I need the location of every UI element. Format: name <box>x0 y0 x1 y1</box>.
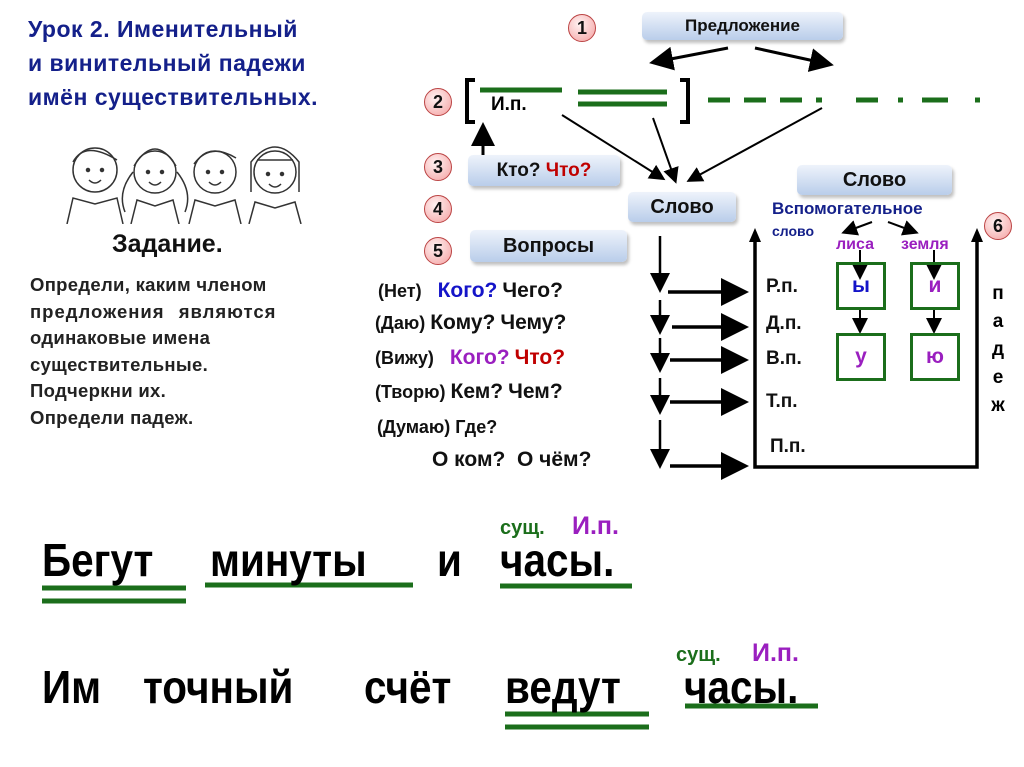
case-label: Д.п. <box>766 313 802 334</box>
task-line: существительные. <box>30 353 209 375</box>
question: Что? <box>514 346 566 369</box>
step-number-5: 5 <box>424 237 452 265</box>
case-label: В.п. <box>766 348 802 369</box>
sentence-word: часы. <box>684 661 799 713</box>
word-box: Слово <box>628 192 736 222</box>
vertical-word-padezh: п а д е ж <box>990 280 1006 420</box>
letter: е <box>992 367 1004 388</box>
case-label: П.п. <box>770 436 806 457</box>
letter: д <box>991 339 1005 360</box>
questions-box: Вопросы <box>470 230 627 262</box>
question-row: (Думаю) Где? <box>377 417 497 438</box>
task-line: предложения являются <box>30 300 277 322</box>
ending-box: и <box>910 262 960 310</box>
question: Чем? <box>508 380 563 403</box>
question: Кого? <box>437 279 498 302</box>
aux-word: (Думаю) <box>377 417 451 437</box>
part-of-speech-label: сущ. <box>500 517 545 539</box>
title-line: и винительный падежи <box>28 50 306 76</box>
question: Кому? <box>430 311 496 334</box>
example-word-2: земля <box>901 236 949 253</box>
task-line: Определи падеж. <box>30 406 194 428</box>
ending-box: ю <box>910 333 960 381</box>
aux-word: (Творю) <box>375 382 446 402</box>
auxiliary-word-label: Вспомогательное <box>772 199 923 218</box>
task-text: Определи, каким членом предложения являю… <box>30 272 276 431</box>
task-line: Подчеркни их. <box>30 380 167 401</box>
question: Кого? <box>449 346 510 369</box>
letter: ж <box>991 395 1005 416</box>
question-row: (Творю) Кем? Чем? <box>375 380 563 404</box>
task-line: одинаковые имена <box>30 327 211 348</box>
aux-word: (Даю) <box>375 313 426 333</box>
step-number-4: 4 <box>424 195 452 223</box>
question-box: Кто? Что? <box>468 155 620 186</box>
question-row: (Нет) Кого? Чего? <box>378 279 563 303</box>
sentence-word: и <box>437 534 462 586</box>
children-illustration <box>66 146 302 224</box>
sentence-word: Им <box>42 661 102 713</box>
title-line: имён существительных. <box>28 84 319 110</box>
case-label: Т.п. <box>766 391 798 412</box>
sentence-word: счёт <box>364 661 452 713</box>
question: О чём? <box>517 448 592 471</box>
sentence-word: ведут <box>505 661 621 713</box>
title-line: Урок 2. Именительный <box>28 16 298 42</box>
auxiliary-word-label-2: слово <box>772 223 815 239</box>
question-row: (Даю) Кому? Чему? <box>375 311 566 335</box>
task-line: Определи, каким членом <box>30 274 267 295</box>
ending-box: у <box>836 333 886 381</box>
step-number-3: 3 <box>424 153 452 181</box>
question-what: Что? <box>545 159 592 181</box>
step-number-1: 1 <box>568 14 596 42</box>
sentence-word: точный <box>143 661 294 713</box>
question: Где? <box>455 417 498 437</box>
question: Чему? <box>500 311 567 334</box>
letter: а <box>992 311 1004 332</box>
case-annotation: И.п. <box>572 512 619 540</box>
aux-word: (Вижу) <box>375 348 434 368</box>
question: Чего? <box>502 279 563 302</box>
word-box-right: Слово <box>797 165 952 195</box>
step-number-6: 6 <box>984 212 1012 240</box>
example-word-1: лиса <box>836 236 874 253</box>
part-of-speech-label: сущ. <box>676 644 721 666</box>
question-row: О ком? О чём? <box>432 448 591 472</box>
aux-word: (Нет) <box>378 281 422 301</box>
sentence-word: Бегут <box>42 534 154 586</box>
question-who: Кто? <box>496 159 541 181</box>
question: Кем? <box>450 380 504 403</box>
step-number-2: 2 <box>424 88 452 116</box>
question-row: (Вижу) Кого? Что? <box>375 346 565 370</box>
sentence-box: Предложение <box>642 12 843 40</box>
sentence-word: часы. <box>500 534 615 586</box>
task-heading: Задание. <box>112 230 223 258</box>
case-annotation: И.п. <box>752 639 799 667</box>
question: О ком? <box>432 448 506 471</box>
subject-case-label: И.п. <box>491 94 527 115</box>
sentence-word: минуты <box>210 534 367 586</box>
case-label: Р.п. <box>766 276 798 297</box>
lesson-title: Урок 2. Именительный и винительный падеж… <box>28 12 318 114</box>
letter: п <box>992 283 1004 304</box>
ending-box: ы <box>836 262 886 310</box>
